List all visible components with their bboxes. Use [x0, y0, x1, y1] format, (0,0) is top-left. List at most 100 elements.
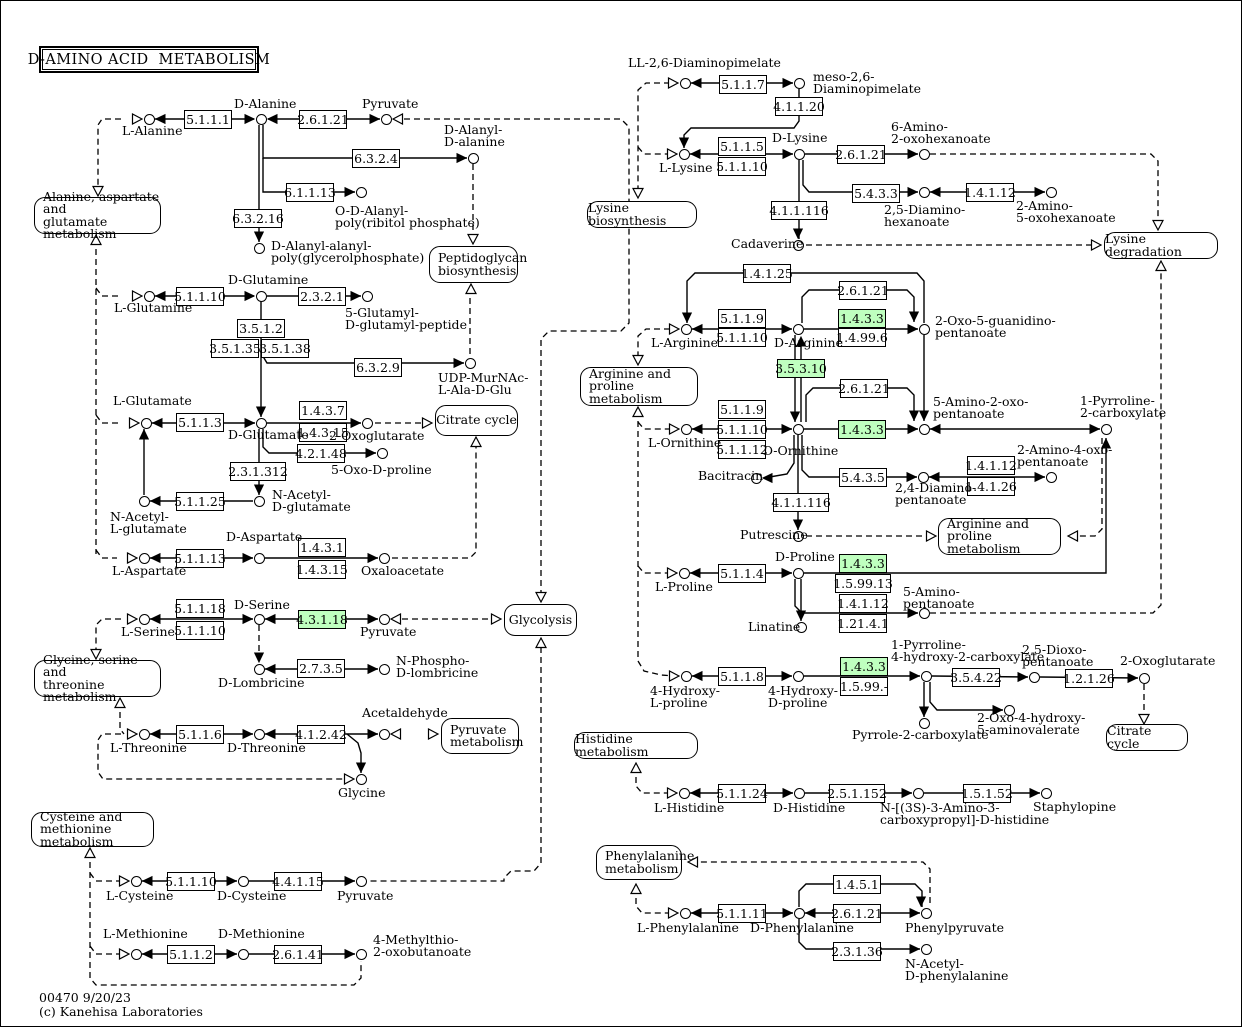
enzyme-box-1.2.1.26[interactable]: 1.2.1.26 [1063, 668, 1115, 688]
compound-node[interactable] [355, 186, 367, 198]
enzyme-box-5.1.1.10[interactable]: 5.1.1.10 [174, 286, 226, 306]
compound-node[interactable] [918, 717, 930, 729]
compound-node[interactable] [793, 148, 805, 160]
enzyme-box-1.4.99.6[interactable]: 1.4.99.6 [836, 327, 888, 347]
enzyme-box-5.1.1.9[interactable]: 5.1.1.9 [718, 399, 766, 419]
enzyme-box-1.4.5.1[interactable]: 1.4.5.1 [833, 874, 881, 894]
pathway-link-box[interactable]: Lysine degradation [1104, 232, 1218, 259]
compound-node[interactable] [918, 423, 930, 435]
enzyme-box-5.1.1.9[interactable]: 5.1.1.9 [718, 308, 766, 328]
compound-node[interactable] [464, 357, 476, 369]
compound-node[interactable] [678, 787, 690, 799]
enzyme-box-5.1.1.3[interactable]: 5.1.1.3 [176, 412, 224, 432]
enzyme-box-5.1.1.12[interactable]: 5.1.1.12 [716, 439, 768, 459]
enzyme-box-5.1.1.1[interactable]: 5.1.1.1 [184, 109, 232, 129]
compound-node[interactable] [253, 728, 265, 740]
compound-node[interactable] [378, 728, 390, 740]
compound-node[interactable] [253, 552, 265, 564]
enzyme-box-5.1.1.10[interactable]: 5.1.1.10 [716, 156, 768, 176]
compound-node[interactable] [378, 613, 390, 625]
compound-node[interactable] [793, 787, 805, 799]
enzyme-box-1.4.3.3[interactable]: 1.4.3.3 [840, 656, 888, 676]
pathway-link-box[interactable]: Citrate cycle [1106, 724, 1188, 751]
compound-node[interactable] [679, 907, 691, 919]
enzyme-box-4.1.2.42[interactable]: 4.1.2.42 [295, 724, 347, 744]
enzyme-box-2.3.1.36[interactable]: 2.3.1.36 [831, 941, 883, 961]
enzyme-box-1.4.3.15[interactable]: 1.4.3.15 [297, 422, 349, 442]
enzyme-box-5.4.3.5[interactable]: 5.4.3.5 [839, 467, 887, 487]
enzyme-box-1.4.3.1[interactable]: 1.4.3.1 [298, 537, 346, 557]
enzyme-box-5.1.1.2[interactable]: 5.1.1.2 [167, 944, 215, 964]
enzyme-box-5.1.1.5[interactable]: 5.1.1.5 [718, 136, 766, 156]
compound-node[interactable] [795, 621, 807, 633]
compound-node[interactable] [138, 613, 150, 625]
enzyme-box-6.3.2.16[interactable]: 6.3.2.16 [232, 208, 284, 228]
compound-node[interactable] [680, 670, 692, 682]
compound-node[interactable] [1100, 423, 1112, 435]
compound-node[interactable] [792, 323, 804, 335]
enzyme-box-5.1.1.10[interactable]: 5.1.1.10 [716, 327, 768, 347]
enzyme-box-2.6.1.21[interactable]: 2.6.1.21 [297, 109, 349, 129]
compound-node[interactable] [138, 552, 150, 564]
enzyme-box-6.1.1.13[interactable]: 6.1.1.13 [284, 182, 336, 202]
enzyme-box-2.6.1.21[interactable]: 2.6.1.21 [837, 280, 889, 300]
compound-node[interactable] [792, 423, 804, 435]
compound-node[interactable] [912, 787, 924, 799]
enzyme-box-3.5.1.35[interactable]: 3.5.1.35 [209, 338, 261, 358]
compound-node[interactable] [792, 239, 804, 251]
pathway-link-box[interactable]: Histidine metabolism [574, 732, 698, 759]
enzyme-box-2.3.2.1[interactable]: 2.3.2.1 [298, 286, 346, 306]
compound-node[interactable] [792, 530, 804, 542]
compound-node[interactable] [920, 943, 932, 955]
compound-node[interactable] [255, 417, 267, 429]
compound-node[interactable] [253, 663, 265, 675]
enzyme-box-5.1.1.13[interactable]: 5.1.1.13 [174, 548, 226, 568]
compound-node[interactable] [680, 323, 692, 335]
compound-node[interactable] [793, 77, 805, 89]
compound-node[interactable] [255, 290, 267, 302]
enzyme-box-1.4.3.3[interactable]: 1.4.3.3 [839, 553, 887, 573]
enzyme-box-5.1.1.10[interactable]: 5.1.1.10 [165, 871, 217, 891]
enzyme-box-2.6.1.21[interactable]: 2.6.1.21 [838, 378, 890, 398]
enzyme-box-3.5.4.22[interactable]: 3.5.4.22 [950, 667, 1002, 687]
enzyme-box-5.1.1.25[interactable]: 5.1.1.25 [174, 491, 226, 511]
enzyme-box-1.21.4.1[interactable]: 1.21.4.1 [837, 613, 889, 633]
enzyme-box-2.5.1.152[interactable]: 2.5.1.152 [827, 783, 887, 803]
enzyme-box-1.4.1.12[interactable]: 1.4.1.12 [964, 182, 1016, 202]
compound-node[interactable] [678, 148, 690, 160]
enzyme-box-1.4.1.12[interactable]: 1.4.1.12 [837, 593, 889, 613]
compound-node[interactable] [920, 907, 932, 919]
enzyme-box-2.6.1.21[interactable]: 2.6.1.21 [831, 903, 883, 923]
compound-node[interactable] [237, 948, 249, 960]
enzyme-box-2.3.1.312[interactable]: 2.3.1.312 [228, 461, 288, 481]
pathway-link-box[interactable]: Citrate cycle [435, 405, 518, 436]
compound-node[interactable] [143, 113, 155, 125]
enzyme-box-5.4.3.3[interactable]: 5.4.3.3 [852, 183, 900, 203]
compound-node[interactable] [793, 907, 805, 919]
compound-node[interactable] [255, 113, 267, 125]
enzyme-box-1.4.3.3[interactable]: 1.4.3.3 [838, 308, 886, 328]
enzyme-box-1.4.3.3[interactable]: 1.4.3.3 [838, 419, 886, 439]
pathway-link-box[interactable]: Glycolysis [504, 604, 577, 636]
compound-node[interactable] [1028, 671, 1040, 683]
enzyme-box-2.7.3.5[interactable]: 2.7.3.5 [297, 658, 345, 678]
compound-node[interactable] [679, 77, 691, 89]
enzyme-box-4.1.1.116[interactable]: 4.1.1.116 [771, 492, 831, 512]
enzyme-box-4.1.1.116[interactable]: 4.1.1.116 [769, 200, 829, 220]
compound-node[interactable] [1045, 186, 1057, 198]
compound-node[interactable] [792, 567, 804, 579]
enzyme-box-4.3.1.18[interactable]: 4.3.1.18 [296, 609, 348, 629]
pathway-link-box[interactable]: Lysine biosynthesis [587, 201, 697, 228]
compound-node[interactable] [378, 663, 390, 675]
compound-node[interactable] [918, 323, 930, 335]
compound-node[interactable] [237, 875, 249, 887]
enzyme-box-5.1.1.18[interactable]: 5.1.1.18 [174, 598, 226, 618]
compound-node[interactable] [1138, 672, 1150, 684]
enzyme-box-1.4.3.15[interactable]: 1.4.3.15 [296, 559, 348, 579]
enzyme-box-1.4.1.26[interactable]: 1.4.1.26 [965, 476, 1017, 496]
